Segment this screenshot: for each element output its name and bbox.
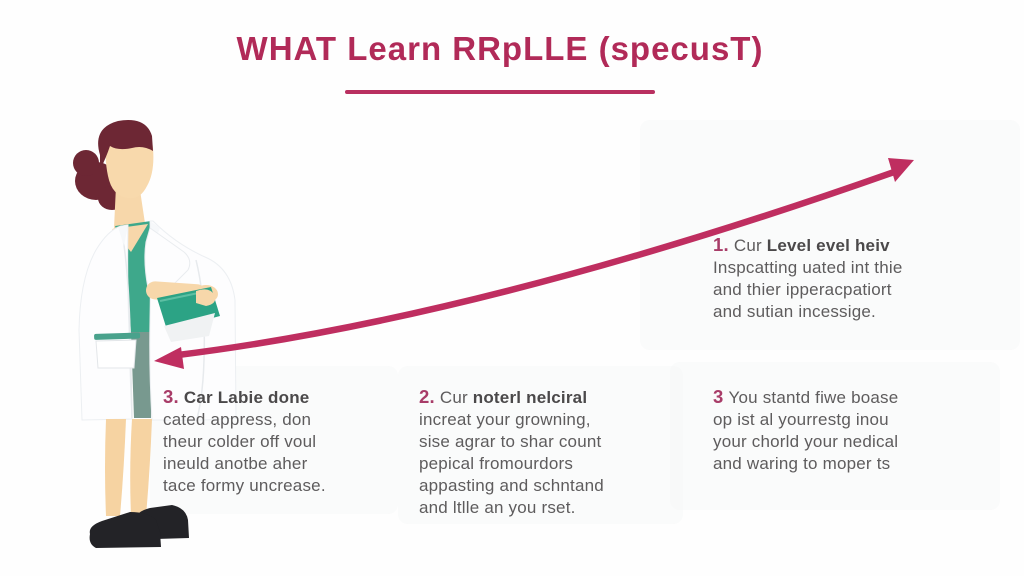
point-number: 2. bbox=[419, 386, 435, 407]
point-line: tace formy uncrease. bbox=[163, 476, 326, 495]
point-line: and waring to moper ts bbox=[713, 454, 891, 473]
scientist-illustration bbox=[73, 120, 237, 548]
coat-pocket bbox=[94, 332, 141, 369]
point-line: and sutian incessige. bbox=[713, 302, 876, 321]
background-wash bbox=[670, 362, 1000, 510]
lapel-left bbox=[118, 225, 128, 246]
hair-front bbox=[98, 120, 153, 170]
arrowhead-left bbox=[154, 347, 184, 369]
point-line: and ltlle an you rset. bbox=[419, 498, 576, 517]
point-line: op ist al yourrestg inou bbox=[713, 410, 889, 429]
point-line: ineuld anotbe aher bbox=[163, 454, 308, 473]
point-number: 3 bbox=[713, 386, 724, 407]
lab-coat-left bbox=[78, 224, 133, 421]
paper bbox=[164, 313, 215, 342]
point-line: and thier ipperacpatiort bbox=[713, 280, 892, 299]
arrowhead-right bbox=[888, 158, 914, 182]
point-line: Inspcatting uated int thie bbox=[713, 258, 903, 277]
point-line: sise agrar to shar count bbox=[419, 432, 602, 451]
numbered-point-1: 1.Cur Level evel heiv Inspcatting uated … bbox=[713, 234, 943, 323]
fingers bbox=[196, 289, 216, 306]
point-line: cated appress, don bbox=[163, 410, 312, 429]
shoes bbox=[89, 505, 189, 548]
point-number: 3. bbox=[163, 386, 179, 407]
arrow-shaft bbox=[174, 168, 898, 359]
title-underline bbox=[345, 90, 655, 94]
hair-bun bbox=[73, 150, 126, 210]
point-line: theur colder off voul bbox=[163, 432, 317, 451]
skirt bbox=[131, 332, 153, 418]
point-number: 1. bbox=[713, 234, 729, 255]
point-heading: 1.Cur Level evel heiv bbox=[713, 234, 890, 255]
point-line: increat your growning, bbox=[419, 410, 591, 429]
numbered-point-3: 3.Car Labie done cated appress, don theu… bbox=[163, 386, 413, 497]
point-line: appasting and schntand bbox=[419, 476, 604, 495]
point-line: your chorld your nedical bbox=[713, 432, 899, 451]
legs bbox=[105, 419, 152, 516]
growth-arrow bbox=[154, 158, 914, 369]
page-title: WHAT Learn RRpLLE (specusT) bbox=[236, 30, 764, 67]
point-heading: 2.Cur noterl nelciral bbox=[419, 386, 588, 407]
numbered-point-2: 2.Cur noterl nelciral increat your grown… bbox=[419, 386, 679, 519]
point-line: pepical fromourdors bbox=[419, 454, 574, 473]
point-heading: 3.Car Labie done bbox=[163, 386, 310, 407]
background-wash bbox=[398, 366, 683, 524]
